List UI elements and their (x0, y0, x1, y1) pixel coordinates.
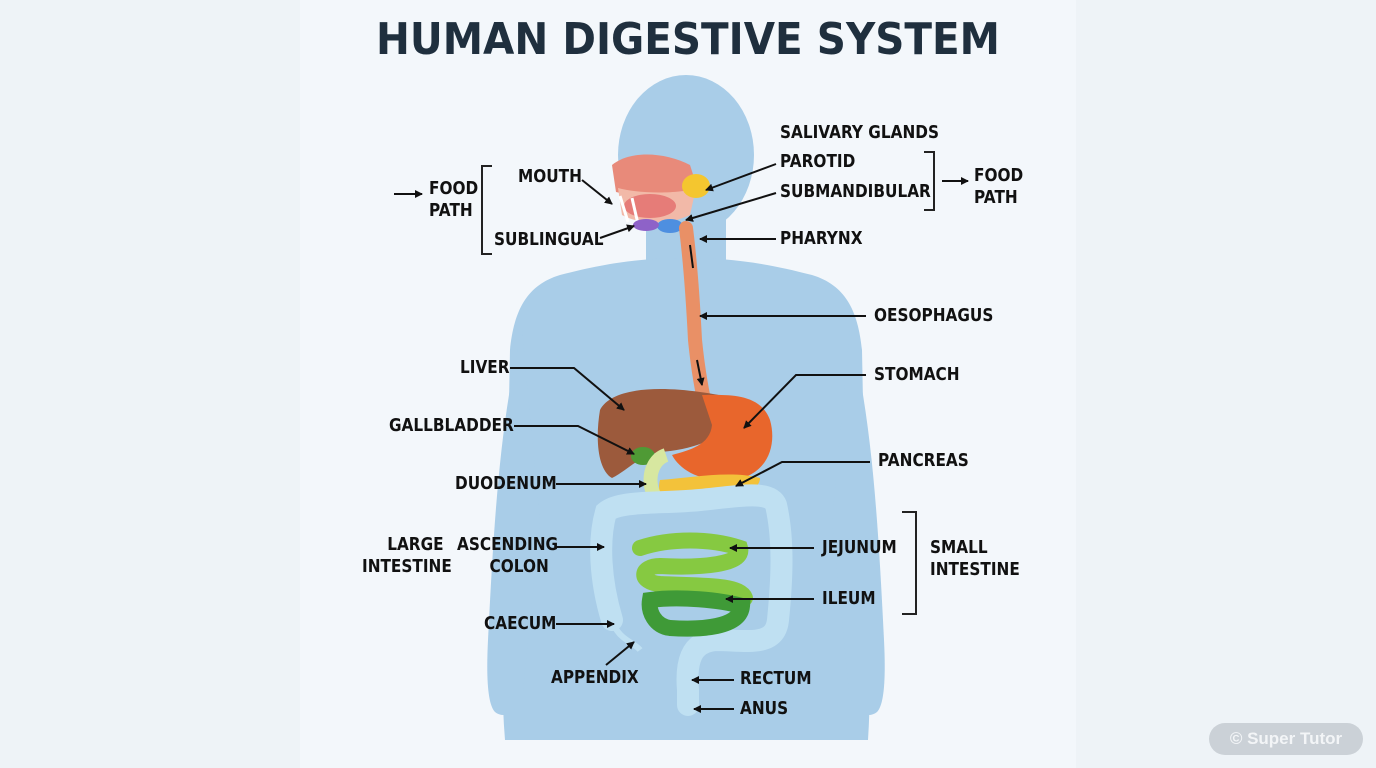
large-intestine (590, 484, 793, 716)
stomach (672, 394, 773, 481)
pointer-lines (394, 163, 969, 713)
oesophagus-label: OESOPHAGUS (874, 305, 994, 326)
food-path-arrows (689, 244, 702, 385)
liver-label: LIVER (460, 357, 510, 378)
jejunum-label: JEJUNUM (822, 537, 897, 558)
stomach-label: STOMACH (874, 364, 960, 385)
left-margin (0, 0, 300, 768)
submandibular-label: SUBMANDIBULAR (780, 181, 931, 202)
right-margin (1076, 0, 1376, 768)
parotid-label: PAROTID (780, 151, 856, 172)
pancreas-label: PANCREAS (878, 450, 969, 471)
sublingual-label: SUBLINGUAL (494, 229, 604, 250)
sublingual-gland (633, 219, 659, 231)
small-intestine (632, 532, 753, 637)
anus-label: ANUS (740, 698, 789, 719)
page-title: HUMAN DIGESTIVE SYSTEM (376, 14, 1000, 65)
mouth-label: MOUTH (518, 166, 582, 187)
rectum-label: RECTUM (740, 668, 812, 689)
gallbladder-label: GALLBLADDER (389, 415, 514, 436)
brackets (481, 151, 935, 615)
pharynx-label: PHARYNX (780, 228, 863, 249)
submandibular-gland (657, 219, 683, 233)
watermark: © Super Tutor (1209, 723, 1363, 755)
salivary-glands-label: SALIVARY GLANDS (780, 122, 939, 143)
duodenum-label: DUODENUM (455, 473, 557, 494)
ileum-label: ILEUM (822, 588, 876, 609)
appendix-label: APPENDIX (551, 667, 639, 688)
caecum-label: CAECUM (484, 613, 557, 634)
parotid-gland (682, 174, 710, 198)
mouth-cavity (612, 154, 698, 225)
